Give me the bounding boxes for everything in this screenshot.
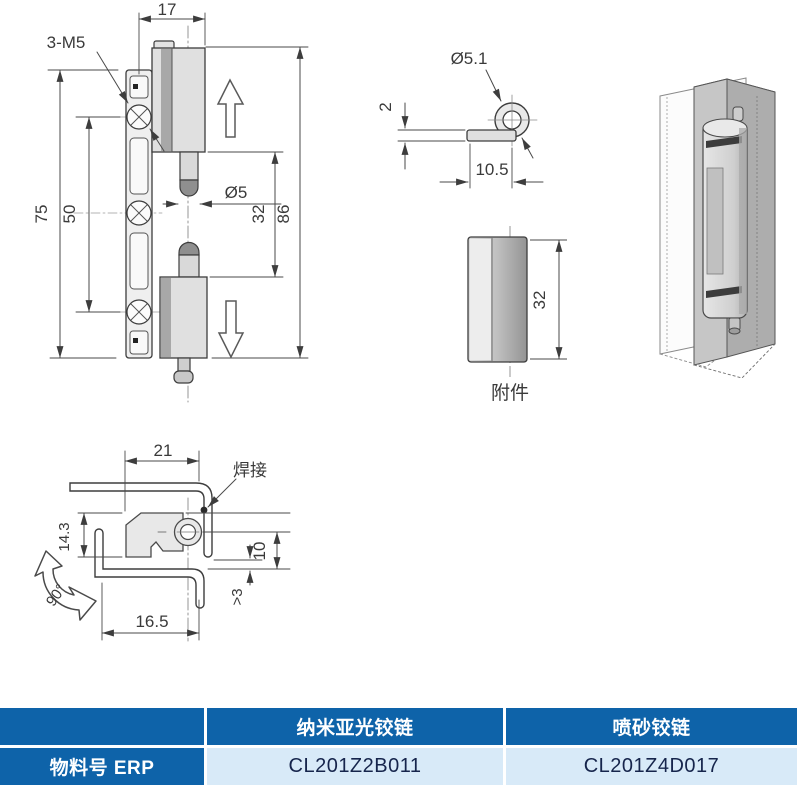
plate-window-2 bbox=[129, 137, 149, 195]
weld-leader bbox=[207, 478, 237, 508]
clip-diameter-leader bbox=[485, 69, 534, 159]
dim-pin-to-bottom bbox=[207, 151, 284, 278]
dim-section-offset-label: 10 bbox=[250, 542, 269, 561]
lower-pin-shaft bbox=[178, 254, 200, 278]
table-value-matte: CL201Z2B011 bbox=[207, 748, 503, 785]
dim-section-top bbox=[124, 450, 200, 512]
clip-length-label: 10.5 bbox=[475, 160, 508, 179]
spec-table: 纳米亚光铰链 喷砂铰链 物料号 ERP CL201Z2B011 CL201Z4D… bbox=[0, 708, 797, 785]
dim-pin-to-bottom-label: 32 bbox=[249, 205, 268, 224]
sleeve-length-label: 32 bbox=[530, 291, 549, 310]
table-header-matte: 纳米亚光铰链 bbox=[207, 708, 503, 745]
dim-hole-spacing-label: 50 bbox=[60, 205, 79, 224]
iso-hinge-shade bbox=[739, 128, 747, 314]
plate-window-1 bbox=[129, 75, 149, 99]
dim-section-gap bbox=[213, 544, 263, 586]
isometric-view bbox=[659, 77, 776, 379]
dim-section-depth bbox=[77, 512, 123, 558]
table-header-sandblast: 喷砂铰链 bbox=[506, 708, 797, 745]
rotation-arrow-icon bbox=[34, 550, 97, 621]
arrow-up-icon bbox=[216, 78, 245, 138]
dim-section-offset bbox=[185, 512, 291, 570]
clip-detail-view: Ø5.1 2 10.5 bbox=[376, 49, 544, 189]
dim-top-width bbox=[138, 12, 206, 75]
upper-knuckle-block bbox=[151, 47, 206, 153]
clip-diameter-label: Ø5.1 bbox=[451, 49, 488, 68]
dim-total-height bbox=[205, 46, 309, 359]
dim-section-depth-label: 14.3 bbox=[56, 522, 73, 551]
weld-dot bbox=[200, 506, 208, 514]
thread-callout-leader bbox=[96, 51, 165, 152]
section-hinge-body bbox=[125, 512, 184, 558]
front-view: 17 3-M5 75 50 Ø5 bbox=[32, 0, 309, 403]
clip-thickness-dim bbox=[397, 102, 466, 170]
dim-height-outer-label: 75 bbox=[32, 205, 51, 224]
sleeve-view: 32 附件 bbox=[467, 226, 567, 404]
table-corner-cell bbox=[0, 708, 204, 745]
plate-notch-1 bbox=[133, 84, 138, 89]
table-row-label: 物料号 ERP bbox=[0, 748, 204, 785]
technical-drawing: 17 3-M5 75 50 Ø5 bbox=[32, 0, 776, 642]
sleeve-length-dim bbox=[530, 239, 567, 360]
iso-hinge-top-pin bbox=[732, 106, 744, 122]
upper-block-recess bbox=[161, 49, 172, 151]
clip-length-dim bbox=[439, 143, 544, 189]
dim-section-gap-label: >3 bbox=[229, 588, 246, 605]
dim-total-height-label: 86 bbox=[274, 205, 293, 224]
weld-label: 焊接 bbox=[233, 461, 267, 480]
arrow-down-icon bbox=[217, 300, 245, 359]
dim-height-outer bbox=[47, 69, 119, 359]
iso-hinge-slot-1 bbox=[706, 136, 742, 148]
iso-hinge-recess bbox=[706, 167, 724, 275]
thread-callout-label: 3-M5 bbox=[47, 33, 86, 52]
dim-section-top-label: 21 bbox=[154, 441, 173, 460]
bottom-nub bbox=[177, 357, 191, 372]
iso-hinge-slot-2 bbox=[706, 286, 742, 298]
dim-section-bottom bbox=[101, 582, 200, 641]
upper-pin-shaft bbox=[179, 151, 199, 181]
sleeve-caption: 附件 bbox=[491, 382, 529, 404]
dim-hole-spacing bbox=[75, 116, 121, 313]
plate-window-4 bbox=[129, 330, 149, 355]
table-value-sandblast: CL201Z4D017 bbox=[506, 748, 797, 785]
section-frame-sheet bbox=[94, 528, 205, 609]
bottom-nub-foot bbox=[173, 370, 194, 384]
lower-pin-cap bbox=[178, 241, 200, 256]
plate-window-3 bbox=[129, 232, 149, 290]
section-view: 焊接 21 14.3 10 >3 bbox=[34, 441, 291, 642]
lower-block-recess bbox=[161, 278, 171, 357]
iso-hinge-bottom-pin-tip bbox=[728, 327, 741, 335]
plate-notch-2 bbox=[133, 338, 138, 343]
dim-section-bottom-label: 16.5 bbox=[135, 612, 168, 631]
clip-tab bbox=[466, 129, 517, 142]
dim-top-width-label: 17 bbox=[158, 0, 177, 19]
section-door-sheet bbox=[69, 482, 213, 558]
clip-thickness-label: 2 bbox=[376, 102, 395, 111]
sleeve-highlight bbox=[470, 239, 491, 360]
dim-pin-diameter-label: Ø5 bbox=[225, 183, 248, 202]
upper-pin-tip bbox=[179, 179, 199, 197]
